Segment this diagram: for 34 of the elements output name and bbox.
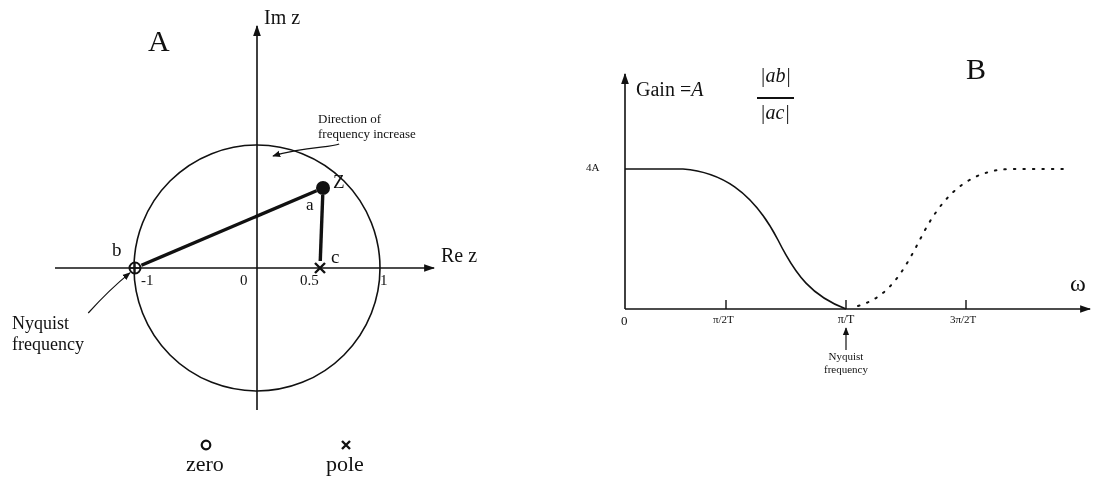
axis-label: ω <box>1070 270 1086 297</box>
axis-label: |ab| <box>760 64 791 86</box>
text-label: π/T <box>832 313 860 327</box>
text-label: Nyquist frequency <box>811 350 881 376</box>
point-label: Z <box>333 172 345 193</box>
axis-label: Im z <box>264 6 301 28</box>
point-z-dot <box>316 181 330 195</box>
text-label: Nyquist frequency <box>12 313 122 355</box>
pole-marker <box>313 261 327 275</box>
arrow <box>87 272 131 314</box>
axis-label: π/2T <box>713 313 734 326</box>
axis-label: A <box>148 24 170 57</box>
point-label: c <box>331 247 340 268</box>
axis-label: 0 <box>240 272 248 289</box>
line-segment <box>318 194 325 262</box>
axis-label: -1 <box>141 272 154 289</box>
axis-label: 0.5 <box>300 272 319 289</box>
axis-label: |ac| <box>760 101 790 123</box>
axis-label: Gain =A <box>636 78 704 100</box>
axis-label: 0 <box>621 314 628 329</box>
axis-label: 1 <box>380 272 388 289</box>
arrow <box>272 143 340 158</box>
legend-text: zero <box>186 452 224 477</box>
axis-label: B <box>966 52 986 85</box>
point-label: b <box>112 240 122 261</box>
text-label: Direction of frequency increase <box>318 112 436 142</box>
point-label: a <box>306 196 314 215</box>
axis-label: 4A <box>586 161 600 174</box>
arrow <box>842 327 850 351</box>
legend-text: pole <box>326 452 364 477</box>
axis-label: 3π/2T <box>950 313 977 326</box>
line-segment <box>140 189 318 267</box>
axis-label: Re z <box>441 244 478 266</box>
zero-marker <box>128 261 142 275</box>
